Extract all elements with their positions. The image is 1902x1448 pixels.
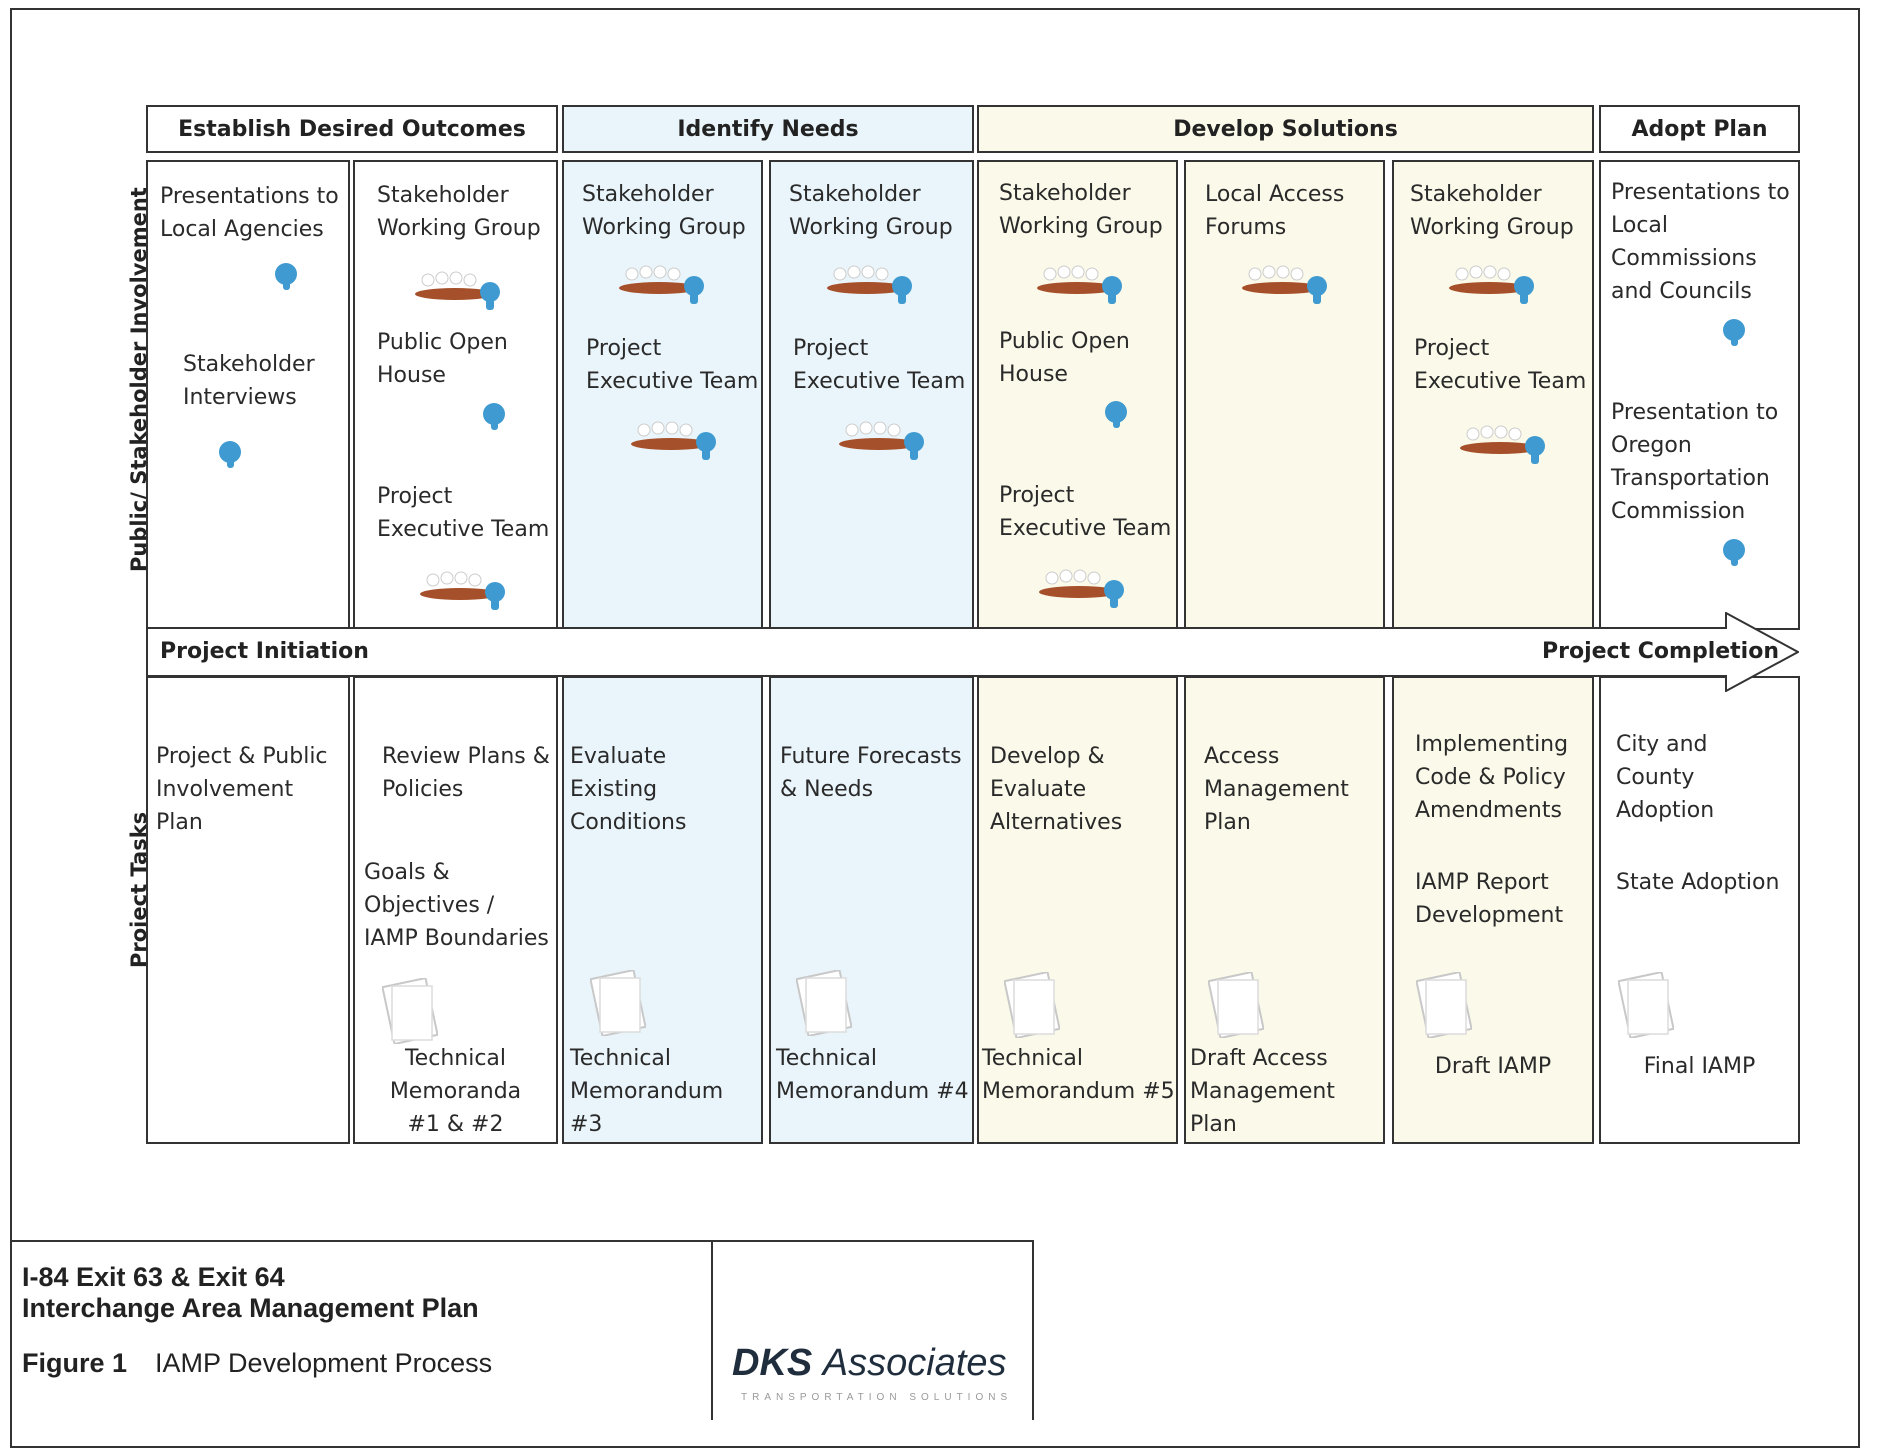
task-c5-a: Develop & Evaluate Alternatives	[990, 744, 1123, 835]
meeting-icon	[1241, 265, 1328, 305]
document-icon	[1618, 972, 1674, 1038]
task-c7-a: Implementing Code & Policy Amendments	[1415, 732, 1569, 823]
person-icon	[483, 403, 505, 430]
task-c6-d: Draft Access Management Plan	[1190, 1046, 1335, 1137]
task-c3-a: Evaluate Existing Conditions	[570, 744, 687, 835]
inv-c3-a: Stakeholder Working Group	[582, 182, 746, 240]
meeting-icon	[1448, 265, 1535, 305]
task-col-2	[353, 676, 558, 1144]
stage-identify-label: Identify Needs	[677, 116, 859, 142]
stage-establish: Establish Desired Outcomes	[146, 105, 558, 153]
logo-block: DKS Associates TRANSPORTATION SOLUTIONS	[711, 1240, 1034, 1420]
task-c7-d: Draft IAMP	[1434, 1054, 1552, 1079]
meeting-icon	[630, 421, 717, 461]
task-c2-d: Technical Memoranda #1 & #2	[389, 1046, 522, 1137]
task-c8-a: City and County Adoption	[1616, 732, 1715, 823]
involvement-col-7	[1392, 160, 1594, 630]
meeting-icon	[618, 265, 705, 305]
project-completion-label: Project Completion	[1542, 639, 1779, 664]
stage-adopt-label: Adopt Plan	[1631, 116, 1768, 142]
meeting-icon	[1036, 265, 1123, 305]
inv-c1-b: Stakeholder Interviews	[183, 352, 315, 410]
inv-c6-a: Local Access Forums	[1205, 182, 1345, 240]
figure-title: IAMP Development Process	[155, 1348, 493, 1378]
task-c8-b: State Adoption	[1616, 870, 1780, 895]
project-initiation-label: Project Initiation	[160, 639, 369, 664]
arrow-shape	[146, 611, 1801, 693]
document-icon	[796, 970, 852, 1036]
figure-number: Figure 1	[22, 1348, 128, 1378]
document-icon	[382, 978, 438, 1044]
person-icon	[1105, 401, 1127, 428]
inv-c7-b: Project Executive Team	[1414, 336, 1587, 394]
title-block: I-84 Exit 63 & Exit 64 Interchange Area …	[10, 1240, 713, 1420]
meeting-icon	[826, 265, 913, 305]
stage-establish-label: Establish Desired Outcomes	[178, 116, 526, 142]
inv-c2-c: Project Executive Team	[377, 484, 550, 542]
meeting-icon	[1038, 569, 1125, 609]
task-c3-d: Technical Memorandum #3	[570, 1046, 724, 1137]
inv-c7-a: Stakeholder Working Group	[1410, 182, 1574, 240]
task-col-5	[977, 676, 1178, 1144]
person-icon	[1723, 539, 1745, 566]
task-c5-d: Technical Memorandum #5	[982, 1046, 1175, 1104]
document-icon	[1416, 972, 1472, 1038]
document-icon	[1208, 972, 1264, 1038]
meeting-icon	[419, 571, 506, 611]
figure-caption: Figure 1 IAMP Development Process	[22, 1348, 492, 1379]
inv-c4-a: Stakeholder Working Group	[789, 182, 953, 240]
inv-c4-b: Project Executive Team	[793, 336, 966, 394]
inv-c8-b: Presentation to Oregon Transportation Co…	[1611, 400, 1779, 524]
task-c2-b: Goals & Objectives / IAMP Boundaries	[364, 860, 549, 951]
task-c7-b: IAMP Report Development	[1415, 870, 1564, 928]
person-icon	[219, 441, 241, 468]
meeting-icon	[1459, 425, 1546, 465]
plan-title-line2: Interchange Area Management Plan	[22, 1293, 479, 1323]
inv-c5-c: Project Executive Team	[999, 483, 1172, 541]
stage-develop: Develop Solutions	[977, 105, 1594, 153]
inv-c5-a: Stakeholder Working Group	[999, 181, 1163, 239]
logo-rest: Associates	[822, 1342, 1007, 1384]
task-c2-a: Review Plans & Policies	[382, 744, 550, 802]
task-c1-a: Project & Public Involvement Plan	[156, 744, 328, 835]
person-icon	[275, 263, 297, 290]
meeting-icon	[838, 421, 925, 461]
stage-adopt: Adopt Plan	[1599, 105, 1800, 153]
inv-c5-b: Public Open House	[999, 329, 1130, 387]
meeting-icon	[414, 271, 501, 311]
inv-c1-a: Presentations to Local Agencies	[160, 184, 339, 242]
task-col-3	[562, 676, 763, 1144]
involvement-col-4	[769, 160, 974, 630]
dks-logo: DKS Associates	[732, 1342, 1007, 1385]
involvement-col-5	[977, 160, 1178, 630]
task-c8-d: Final IAMP	[1643, 1054, 1756, 1079]
logo-bold: DKS	[732, 1342, 813, 1384]
inv-c2-b: Public Open House	[377, 330, 508, 388]
involvement-col-2	[353, 160, 558, 630]
involvement-col-6	[1184, 160, 1385, 630]
stage-identify: Identify Needs	[562, 105, 974, 153]
logo-tagline: TRANSPORTATION SOLUTIONS	[741, 1392, 1013, 1403]
inv-c2-a: Stakeholder Working Group	[377, 183, 541, 241]
task-c4-a: Future Forecasts & Needs	[780, 744, 962, 802]
task-c4-d: Technical Memorandum #4	[776, 1046, 969, 1104]
involvement-col-8	[1599, 160, 1800, 630]
task-col-1	[146, 676, 350, 1144]
document-icon	[590, 970, 646, 1036]
task-col-6	[1184, 676, 1385, 1144]
plan-title: I-84 Exit 63 & Exit 64 Interchange Area …	[22, 1262, 479, 1324]
task-col-4	[769, 676, 974, 1144]
stage-develop-label: Develop Solutions	[1173, 116, 1398, 142]
task-col-8	[1599, 676, 1800, 1144]
inv-c8-a: Presentations to Local Commissions and C…	[1611, 180, 1790, 304]
inv-c3-b: Project Executive Team	[586, 336, 759, 394]
task-c6-a: Access Management Plan	[1204, 744, 1349, 835]
person-icon	[1723, 319, 1745, 346]
document-icon	[1004, 972, 1060, 1038]
timeline-arrow: Project Initiation Project Completion	[146, 611, 1801, 693]
task-col-7	[1392, 676, 1594, 1144]
plan-title-line1: I-84 Exit 63 & Exit 64	[22, 1262, 285, 1292]
